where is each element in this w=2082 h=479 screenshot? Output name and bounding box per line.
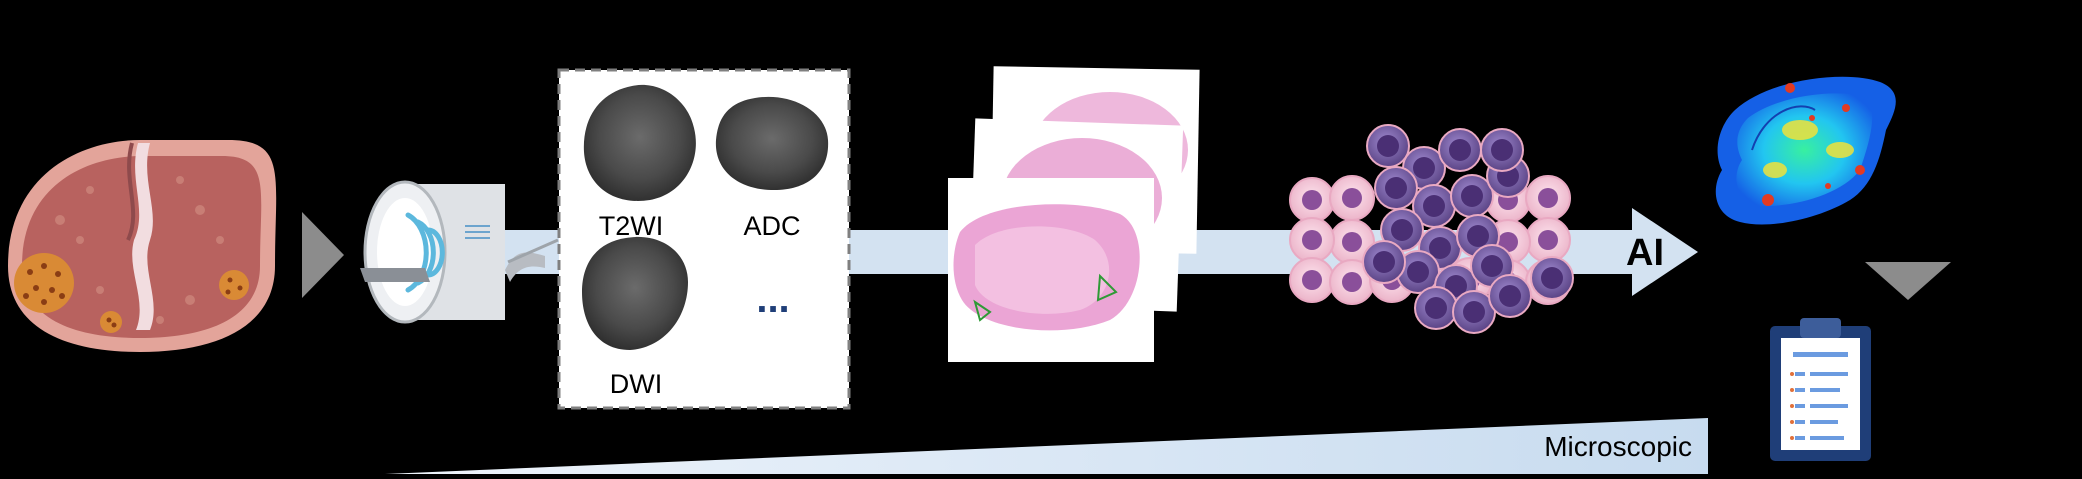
normal-cell: [1329, 259, 1375, 305]
more-sequences-label: ...: [756, 277, 789, 321]
dwi-tumor-image: [582, 236, 688, 350]
step-arrow-icon: [302, 212, 344, 298]
tumor-cell: [1438, 128, 1482, 172]
normal-cell: [1289, 177, 1335, 223]
normal-cell: [1329, 175, 1375, 221]
tumor-cell: [1362, 240, 1406, 284]
step-arrow-icon: [1865, 262, 1951, 300]
tumor-nodule: [100, 311, 122, 333]
adc-label: ADC: [743, 211, 800, 241]
tumor-cell: [1380, 208, 1424, 252]
t2wi-label: T2WI: [599, 211, 664, 241]
normal-cell: [1289, 217, 1335, 263]
tumor-cell: [1480, 128, 1524, 172]
normal-cell: [1525, 175, 1571, 221]
tumor-cell: [1450, 174, 1494, 218]
tumor-cell: [1488, 274, 1532, 318]
dwi-label: DWI: [610, 369, 662, 399]
mri-sequences-panel: T2WI ADC DWI ...: [557, 68, 851, 410]
tumor-cell: [1374, 166, 1418, 210]
tumor-heatmap-icon: [1715, 76, 1896, 225]
tumor-cell: [1452, 290, 1496, 334]
he-slide: [948, 178, 1154, 362]
adc-tumor-image: [715, 96, 829, 190]
normal-cell: [1525, 217, 1571, 263]
ai-label: AI: [1626, 232, 1664, 274]
tumor-nodule: [219, 270, 249, 300]
tumor-cell: [1366, 124, 1410, 168]
tumor-cell: [1414, 286, 1458, 330]
scale-label: Microscopic: [1544, 431, 1692, 462]
he-slide-stack-icon: [948, 66, 1200, 362]
tumor-cell: [1530, 256, 1574, 300]
clipboard-report-icon: [1770, 318, 1871, 461]
scale-wedge: Microscopic: [385, 418, 1708, 474]
connector-line: [507, 238, 559, 264]
prostate-cross-section-icon: [8, 140, 277, 352]
cell-cluster-icon: [1289, 124, 1574, 334]
t2wi-tumor-image: [583, 84, 696, 201]
tumor-nodule: [14, 253, 74, 313]
normal-cell: [1289, 257, 1335, 303]
